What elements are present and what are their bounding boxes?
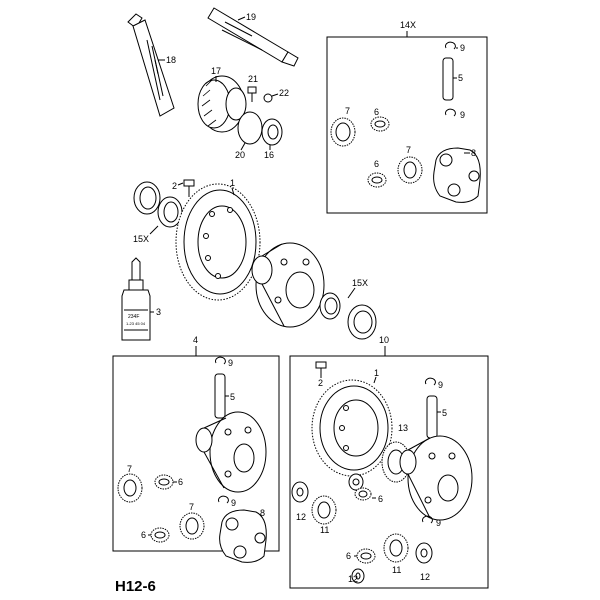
- pinion-gear-6-box14-lower-part: [367, 172, 387, 188]
- ring-gear-main-part: [175, 183, 261, 301]
- callout-11-box10-upper: 11: [320, 525, 329, 535]
- bearing-cup-15x-part: [133, 181, 161, 215]
- thrust-washer-12-box10-upper-part: [291, 481, 309, 503]
- side-gear-7-box10-upper-part: [311, 495, 337, 525]
- differential-bearing-part: [197, 75, 247, 133]
- diagram-code: H12-6: [115, 578, 156, 595]
- differential-case-box4-part: [195, 411, 267, 493]
- pinion-gear-6-box10-lower-part: [356, 548, 376, 564]
- callout-17: 17: [211, 66, 221, 76]
- callout-9-box10-mid: 9: [436, 518, 441, 528]
- callout-7-box4-upper: 7: [127, 464, 132, 474]
- callout-15x-upper: 15X: [133, 234, 149, 244]
- pinion-shaft-5-box14-part: [442, 57, 454, 101]
- callout-9-box10-top: 9: [438, 380, 443, 390]
- callout-6-box14-lower: 6: [374, 159, 379, 169]
- side-gear-7-box14-upper-part: [330, 117, 356, 147]
- side-gear-7-box4-lower-part: [179, 512, 205, 540]
- callout-8-box14: 8: [471, 148, 476, 158]
- callout-6-box10-upper: 6: [378, 494, 383, 504]
- callout-7-box14-upper: 7: [345, 106, 350, 116]
- ring-gear-bolt-2-upper-part: [183, 179, 195, 197]
- callout-9-box4-mid: 9: [231, 498, 236, 508]
- pinion-gear-6-box10-upper-part: [354, 487, 372, 501]
- callout-6-box4-lower: 6: [141, 530, 146, 540]
- bearing-cone-15x-part: [157, 196, 183, 228]
- side-gear-7-box10-lower-part: [383, 533, 409, 563]
- box-label-10: 10: [379, 335, 389, 345]
- pinion-gear-6-box4-upper-part: [154, 474, 174, 490]
- pinion-gear-6-box14-upper-part: [370, 116, 390, 132]
- pinion-shaft-5-box10-part: [426, 395, 438, 439]
- sealant-tube-part: [127, 13, 175, 117]
- callout-8-box4: 8: [260, 508, 265, 518]
- seal-16-part: [261, 118, 283, 146]
- grease-tube-part: [207, 7, 299, 67]
- callout-1-upper: 1: [230, 178, 235, 188]
- callout-7-box14-lower: 7: [406, 145, 411, 155]
- callout-2-box10: 2: [318, 378, 323, 388]
- circlip-9-lower-part: [444, 108, 456, 117]
- bottle-line-text: 1-23 45 04: [126, 321, 146, 326]
- thrust-washer-6-box10-upper-part: [348, 473, 364, 491]
- callout-9-box14-top: 9: [460, 43, 465, 53]
- thrust-washer-12-box10-bottom-part: [351, 568, 365, 584]
- circlip-9-box4-mid-part: [217, 495, 229, 504]
- callout-21: 21: [248, 74, 258, 84]
- bearing-cone-15x-right-part: [319, 292, 341, 320]
- ring-gear-box10-part: [311, 379, 393, 477]
- callout-16: 16: [264, 150, 274, 160]
- callout-9-box4-top: 9: [228, 358, 233, 368]
- differential-cage-8-box14-part: [433, 147, 481, 203]
- bottle-tag-text: 234F: [128, 314, 139, 320]
- callout-12-box10-upper: 12: [296, 512, 306, 522]
- callout-5-box4: 5: [230, 392, 235, 402]
- side-gear-7-box4-upper-part: [117, 473, 143, 503]
- callout-7-box4-lower: 7: [189, 502, 194, 512]
- callout-12-box10-lower: 12: [420, 572, 430, 582]
- callout-20: 20: [235, 150, 245, 160]
- callout-13: 13: [398, 423, 408, 433]
- callout-12-box10-bottom: 12: [348, 574, 358, 584]
- o-ring-20-part: [237, 111, 263, 145]
- callout-18: 18: [166, 55, 176, 65]
- pinion-shaft-5-box4-part: [214, 373, 226, 419]
- nut-22-part: [263, 93, 273, 103]
- assembly-box-10: [289, 355, 489, 589]
- callout-6-box4-upper: 6: [178, 477, 183, 487]
- callout-19: 19: [246, 12, 256, 22]
- callout-1-box10: 1: [374, 368, 379, 378]
- circlip-9-box10-top-part: [424, 377, 436, 386]
- box-label-4: 4: [193, 335, 198, 345]
- callout-6-box14-upper: 6: [374, 107, 379, 117]
- side-gear-7-box14-lower-part: [397, 156, 423, 184]
- callout-6-box10-lower: 6: [346, 551, 351, 561]
- circlip-9-top-part: [444, 41, 456, 50]
- bolt-21-part: [247, 86, 257, 102]
- pinion-gear-6-box4-lower-part: [150, 527, 170, 543]
- callout-3: 3: [156, 307, 161, 317]
- differential-case-box10-part: [399, 435, 473, 521]
- thrust-washer-12-box10-lower-part: [415, 542, 433, 564]
- callout-5-box14: 5: [458, 73, 463, 83]
- callout-15x-right: 15X: [352, 278, 368, 288]
- circlip-9-box10-mid-part: [421, 515, 433, 524]
- callout-5-box10: 5: [442, 408, 447, 418]
- bearing-cup-15x-right-part: [347, 304, 377, 340]
- differential-case-main-part: [251, 242, 325, 328]
- box-label-14x: 14X: [400, 20, 416, 30]
- callout-9-box14-lower: 9: [460, 110, 465, 120]
- callout-11-box10-lower: 11: [392, 565, 401, 575]
- circlip-9-box4-top-part: [214, 356, 226, 365]
- ring-gear-bolt-2-box10-part: [315, 361, 327, 378]
- callout-2-upper: 2: [172, 181, 177, 191]
- callout-22: 22: [279, 88, 289, 98]
- differential-cage-8-box4-part: [219, 509, 267, 563]
- threadlock-bottle-part: 234F 1-23 45 04: [121, 257, 151, 341]
